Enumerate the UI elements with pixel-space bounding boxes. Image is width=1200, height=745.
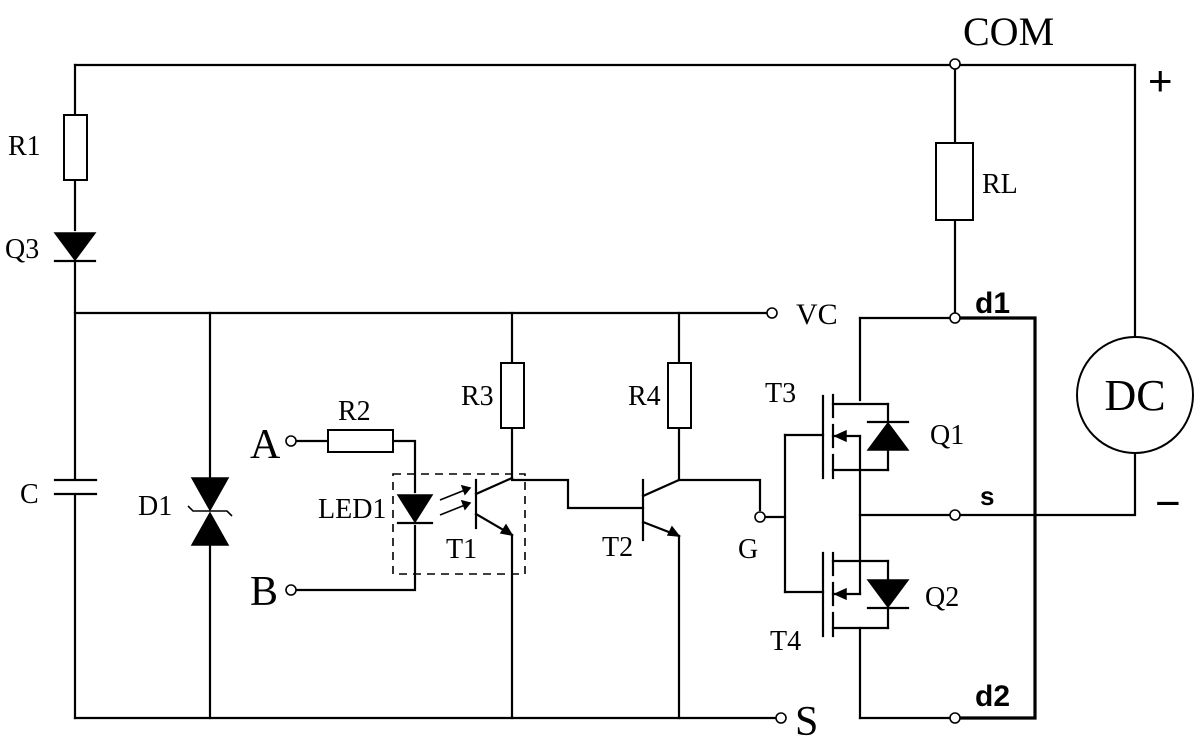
terminal-b[interactable] bbox=[285, 584, 297, 596]
wire-dc-minus bbox=[958, 452, 1137, 517]
optocoupler-box bbox=[392, 473, 526, 575]
label-c: C bbox=[20, 479, 39, 510]
resistor-r1 bbox=[63, 114, 88, 181]
mosfet-t4 bbox=[821, 551, 890, 638]
label-t3: T3 bbox=[765, 378, 796, 409]
label-d2-node: d2 bbox=[975, 680, 1010, 713]
resistor-r3 bbox=[500, 362, 525, 429]
label-vc: VC bbox=[796, 298, 838, 331]
label-q1: Q1 bbox=[930, 420, 964, 451]
dc-source bbox=[1076, 336, 1194, 454]
label-com: COM bbox=[963, 9, 1054, 54]
wire-t2-collector-g bbox=[677, 478, 762, 512]
transistor-t2 bbox=[641, 478, 681, 542]
diode-q1 bbox=[866, 402, 910, 472]
transistor-t1 bbox=[474, 476, 514, 537]
label-t4: T4 bbox=[770, 626, 801, 657]
label-t1: T1 bbox=[446, 534, 477, 565]
label-rl: RL bbox=[982, 169, 1018, 200]
wire-d1-d2-loop bbox=[960, 316, 1037, 720]
label-t2: T2 bbox=[602, 532, 633, 563]
label-s-terminal: S bbox=[795, 699, 818, 745]
labels: COM + − R1 Q3 RL VC d1 d2 s DC C D1 A B … bbox=[5, 9, 1181, 745]
terminal-a[interactable] bbox=[285, 435, 297, 447]
diode-q2 bbox=[866, 559, 910, 630]
label-minus: − bbox=[1155, 479, 1181, 528]
terminal-com[interactable] bbox=[949, 58, 961, 70]
wire-led-b bbox=[294, 524, 417, 592]
label-d1-node: d1 bbox=[975, 287, 1010, 320]
label-dc: DC bbox=[1104, 371, 1165, 420]
label-r2: R2 bbox=[338, 396, 371, 427]
diode-q3 bbox=[53, 232, 97, 263]
terminal-d2[interactable] bbox=[949, 712, 961, 724]
label-b: B bbox=[250, 569, 278, 615]
label-r3: R3 bbox=[461, 381, 494, 412]
terminal-d1[interactable] bbox=[949, 312, 961, 324]
label-r4: R4 bbox=[628, 381, 661, 412]
label-plus: + bbox=[1148, 57, 1173, 104]
label-a: A bbox=[250, 422, 281, 468]
label-g: G bbox=[738, 534, 758, 565]
label-q2: Q2 bbox=[925, 582, 959, 613]
mosfet-t3 bbox=[821, 393, 890, 480]
label-led1: LED1 bbox=[318, 494, 386, 525]
label-s-node: s bbox=[980, 481, 994, 511]
wire-t1-t2-base bbox=[510, 476, 645, 510]
tvs-diode-d1 bbox=[187, 477, 233, 546]
wires bbox=[73, 63, 1137, 720]
label-d1: D1 bbox=[138, 491, 172, 522]
resistor-r4 bbox=[667, 362, 692, 429]
terminal-vc[interactable] bbox=[766, 307, 778, 319]
label-q3: Q3 bbox=[5, 234, 39, 265]
terminals bbox=[285, 58, 961, 724]
terminal-g[interactable] bbox=[754, 511, 766, 523]
terminal-S[interactable] bbox=[775, 712, 787, 724]
resistor-rl bbox=[935, 142, 974, 221]
wire-r2-led bbox=[391, 439, 417, 494]
label-r1: R1 bbox=[8, 131, 41, 162]
terminal-s[interactable] bbox=[949, 509, 961, 521]
resistor-r2 bbox=[327, 429, 394, 453]
led-led1 bbox=[396, 484, 472, 525]
capacitor-c bbox=[53, 478, 98, 496]
